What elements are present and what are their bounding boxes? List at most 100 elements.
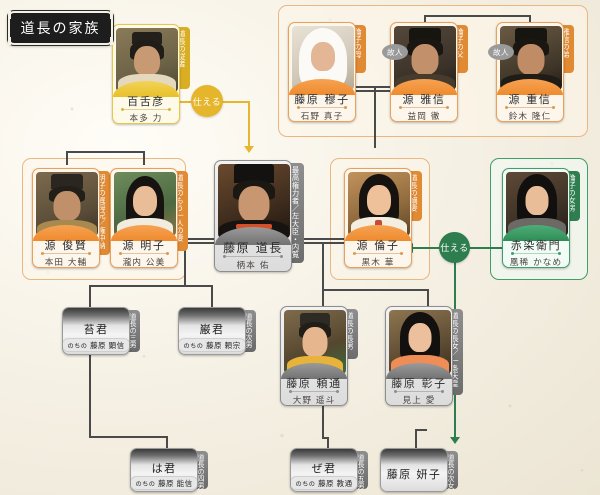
title-corner-bl [8,37,11,45]
card-fujiwara-yorimichi-actor: 大野 遥斗 [292,396,336,406]
card-minamoto-masanobu-body[interactable]: 源 雅信 益岡 徹 [390,22,458,122]
card-minamoto-shigenobu-swoosh [497,79,563,95]
connector-toshikata-up [66,151,68,165]
card-minamoto-toshikata-swoosh [33,225,99,241]
card-akazome-emon-body[interactable]: 赤染衛門 凰稀 かなめ [502,168,570,268]
card-fujiwara-bokushi-body[interactable]: 藤原 穆子 石野 真子 [288,22,356,122]
connector-rinshi-children-bar [322,289,428,291]
connector-serve-right [219,101,250,103]
connector-shoshi-down [427,289,429,307]
card-fujiwara-yorimichi-body[interactable]: 藤原 頼通 大野 遥斗 [280,306,348,406]
portrait-michinaga [218,164,290,238]
badge-serve-gold-label: 仕える [192,97,222,108]
card-iwaogimi[interactable]: 道長の次男 巌君 のちの 藤原 頼宗 [178,307,256,355]
badge-serve-green-label: 仕える [440,244,469,254]
card-mozuhiko-name: 百舌彦 [127,95,165,108]
card-fujiwara-kenshi[interactable]: 道長の次女 藤原 妍子 [380,448,458,492]
card-iwaogimi-later: のちの 藤原 頼宗 [179,338,245,352]
card-fujiwara-michinaga-actor: 柄本 佑 [236,261,270,271]
card-mozuhiko[interactable]: 道長の従者 百舌彦 本多 力 [112,24,190,124]
title-corner-tl [8,11,11,19]
card-iwaogimi-name: 巌君 [199,323,225,336]
card-fujiwara-bokushi-swoosh [289,79,355,95]
connector-akiko-up [143,151,145,165]
card-fujiwara-shoshi-sep [394,389,444,393]
card-minamoto-rinshi[interactable]: 道長の嫡妻 源 倫子 黒木 華 [344,168,422,268]
card-minamoto-akiko-swoosh [111,225,177,241]
card-kokegimi-later-prefix: のちの [67,342,88,350]
card-minamoto-masanobu-swoosh [391,79,457,95]
card-fujiwara-michinaga-swoosh [215,227,291,245]
connector-iwaogimi-down [211,285,213,307]
connector-akazome-serve [468,247,504,249]
status-badge-shigenobu: 故人 [488,44,514,60]
card-hagimi-later: のちの 藤原 能信 [131,476,197,490]
connector-hagimi-bar [89,436,167,438]
card-kokegimi-later: のちの 藤原 顕信 [63,338,129,352]
card-fujiwara-shoshi[interactable]: 道長の長女／一条天皇中宮 藤原 彰子 見上 愛 [385,306,463,406]
card-minamoto-masanobu-sep [399,105,449,109]
card-minamoto-shigenobu-actor: 鈴木 隆仁 [508,112,552,122]
card-minamoto-rinshi-body[interactable]: 源 倫子 黒木 華 [344,168,412,268]
card-akazome-emon-swoosh [503,225,569,241]
card-kokegimi-body[interactable]: 苔君 のちの 藤原 顕信 [62,307,130,355]
arrow-serve-to-michinaga [244,146,254,153]
card-fujiwara-shoshi-swoosh [386,363,452,379]
card-kokegimi-name: 苔君 [83,323,109,336]
connector-serve-down [248,101,250,147]
card-fujiwara-kenshi-body[interactable]: 藤原 妍子 [380,448,448,492]
connector-shigenobu-up [529,15,531,27]
card-minamoto-toshikata-actor: 本田 大輔 [44,258,88,268]
card-fujiwara-michinaga-body[interactable]: 藤原 道長 柄本 佑 [214,160,292,272]
card-zegimi-later-prefix: のちの [295,480,316,488]
card-minamoto-shigenobu-body[interactable]: 源 重信 鈴木 隆仁 [496,22,564,122]
title-corner-tr [110,11,113,19]
card-minamoto-masanobu[interactable]: 倫子の父 源 雅信 益岡 徹 故人 [382,22,468,122]
card-minamoto-rinshi-sep [353,251,403,255]
card-minamoto-rinshi-swoosh [345,225,411,241]
card-fujiwara-michinaga[interactable]: 最高権力者／左大臣・内覧 藤原 道長 柄本 佑 [214,160,304,272]
card-minamoto-rinshi-photo [348,172,410,236]
card-mozuhiko-body[interactable]: 百舌彦 本多 力 [112,24,180,124]
card-minamoto-akiko-body[interactable]: 源 明子 瀧内 公美 [110,168,178,268]
badge-serve-green: 仕える [439,232,470,263]
connector-serve-green-left [413,247,443,249]
connector-zegimi-stem [327,437,329,448]
card-kokegimi[interactable]: 道長の三男 苔君 のちの 藤原 顕信 [62,307,140,355]
card-minamoto-rinshi-name: 源 倫子 [356,239,400,252]
card-minamoto-shigenobu[interactable]: 雅信の弟 源 重信 鈴木 隆仁 故人 [488,22,574,122]
card-minamoto-masanobu-name: 源 雅信 [402,93,446,106]
card-iwaogimi-body[interactable]: 巌君 のちの 藤原 頼宗 [178,307,246,355]
card-hagimi-name: は君 [151,462,177,475]
card-zegimi-later-name: 藤原 教通 [318,478,353,488]
card-fujiwara-shoshi-body[interactable]: 藤原 彰子 見上 愛 [385,306,453,406]
card-hagimi-body[interactable]: は君 のちの 藤原 能信 [130,448,198,492]
page-title: 道長の家族 [8,11,113,45]
connector-akiko-hagimi-down [89,285,91,437]
card-akazome-emon-name: 赤染衛門 [510,239,562,252]
card-hagimi[interactable]: 道長の四男 は君 のちの 藤原 能信 [130,448,208,492]
card-zegimi-body[interactable]: ぜ君 のちの 藤原 教通 [290,448,358,492]
card-mozuhiko-actor: 本多 力 [129,114,163,124]
card-fujiwara-bokushi-name: 藤原 穆子 [294,93,350,106]
card-zegimi[interactable]: 道長の五男 ぜ君 のちの 藤原 教通 [290,448,368,492]
connector-kenshi-bar [415,429,427,431]
portrait-rinshi [348,172,410,236]
card-fujiwara-bokushi[interactable]: 倫子の母 藤原 穆子 石野 真子 [288,22,366,122]
card-fujiwara-kenshi-name: 藤原 妍子 [386,468,442,481]
card-minamoto-toshikata-sep [41,251,91,255]
card-fujiwara-shoshi-photo [389,310,451,374]
connector-rinshi-children-down [322,242,324,290]
card-akazome-emon[interactable]: 倫子の女房 赤染衛門 凰稀 かなめ [502,168,580,268]
card-kokegimi-later-name: 藤原 顕信 [90,340,125,350]
card-minamoto-akiko[interactable]: 道長のもう一人の妻 源 明子 瀧内 公美 [110,168,188,268]
card-fujiwara-yorimichi[interactable]: 道長の長男 藤原 頼通 大野 遥斗 [280,306,358,406]
card-iwaogimi-later-prefix: のちの [183,342,204,350]
card-mozuhiko-sep [121,107,171,111]
card-minamoto-toshikata-body[interactable]: 源 俊賢 本田 大輔 [32,168,100,268]
card-fujiwara-bokushi-actor: 石野 真子 [300,112,344,122]
card-hagimi-later-prefix: のちの [135,480,156,488]
card-minamoto-shigenobu-name: 源 重信 [508,93,552,106]
card-minamoto-toshikata[interactable]: 明子の異母兄／権中納言 源 俊賢 本田 大輔 [32,168,110,268]
